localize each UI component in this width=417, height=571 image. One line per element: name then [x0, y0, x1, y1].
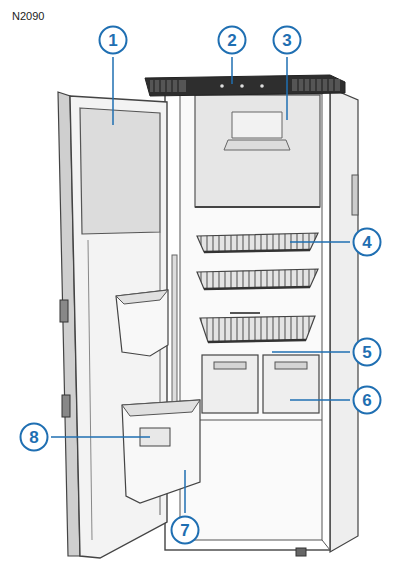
- callout-number: 7: [180, 522, 189, 539]
- callout-circle: 1: [98, 25, 128, 55]
- callout-number: 2: [227, 32, 236, 49]
- callout-number: 6: [362, 392, 371, 409]
- figure-code: N2090: [12, 10, 44, 22]
- callout-number: 3: [282, 32, 291, 49]
- callout-circle: 2: [217, 25, 247, 55]
- callout-number: 4: [362, 234, 371, 251]
- callout-number: 1: [108, 32, 117, 49]
- callout-number: 5: [362, 344, 371, 361]
- callout-number: 8: [29, 429, 38, 446]
- callout-circle: 6: [352, 385, 382, 415]
- callout-circle: 4: [352, 227, 382, 257]
- callout-circle: 7: [170, 515, 200, 545]
- callout-circle: 3: [272, 25, 302, 55]
- callout-circle: 5: [352, 337, 382, 367]
- callout-circle: 8: [19, 422, 49, 452]
